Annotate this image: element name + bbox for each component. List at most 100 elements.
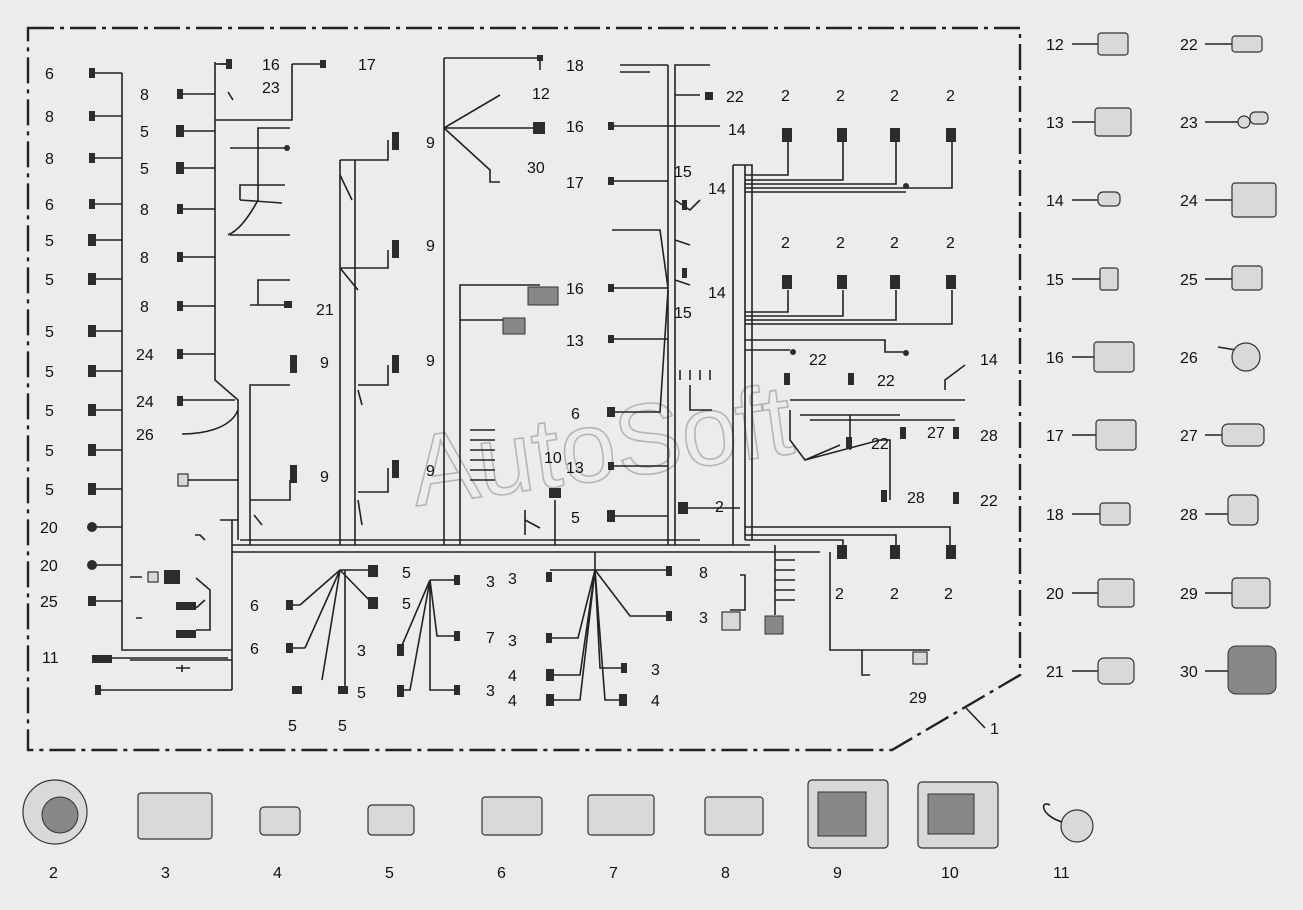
callout-number: 8 (45, 151, 54, 168)
ring-terminal-icon (1237, 111, 1269, 129)
connector-6pin-icon (1093, 341, 1135, 373)
callout-number: 5 (140, 161, 149, 178)
legend-item: 17 (1046, 419, 1137, 451)
connector-12pin-icon (481, 796, 543, 836)
callout-number: 5 (45, 364, 54, 381)
legend-item: 18 (1046, 502, 1131, 526)
callout-number: 22 (809, 352, 827, 369)
callout-number: 9 (426, 238, 435, 255)
callout-number: 5 (45, 443, 54, 460)
callout-number: 8 (140, 250, 149, 267)
legend-number: 6 (497, 865, 506, 882)
legend-item: 4 (259, 806, 301, 882)
callout-number: 2 (836, 88, 845, 105)
legend-item: 21 (1046, 657, 1135, 685)
legend-item: 22 (1180, 35, 1263, 54)
legend-item: 29 (1180, 577, 1271, 609)
callout-number: 5 (402, 596, 411, 613)
connector-18pin-icon (137, 792, 213, 840)
connector-small-housing-icon (367, 804, 415, 836)
legend-number: 15 (1046, 272, 1064, 289)
callout-number: 22 (877, 373, 895, 390)
legend-item: 5 (367, 804, 415, 882)
legend-number: 16 (1046, 350, 1064, 367)
connector-2pin-icon (1099, 502, 1131, 526)
callout-number: 2 (781, 235, 790, 252)
legend-number: 27 (1180, 428, 1198, 445)
callout-number: 5 (338, 718, 347, 735)
callout-number: 13 (566, 333, 584, 350)
callout-number: 16 (566, 119, 584, 136)
round-socket-icon (1060, 809, 1094, 843)
legend-number: 18 (1046, 507, 1064, 524)
callout-number: 2 (944, 586, 953, 603)
legend-number: 12 (1046, 37, 1064, 54)
legend-number: 23 (1180, 115, 1198, 132)
callout-number: 2 (781, 88, 790, 105)
callout-number: 3 (508, 633, 517, 650)
callout-number: 4 (651, 693, 660, 710)
legend-item: 2 (22, 779, 88, 882)
callout-number: 9 (426, 463, 435, 480)
round-plug-icon (1231, 342, 1261, 372)
harness-assembly-boundary (26, 26, 1022, 752)
connector-flat-icon (1231, 265, 1263, 291)
legend-item: 12 (1046, 32, 1129, 56)
connector-2pin-icon (1097, 32, 1129, 56)
callout-number: 2 (890, 586, 899, 603)
callout-number: 3 (699, 610, 708, 627)
legend-item: 14 (1046, 191, 1121, 210)
callout-number: 8 (699, 565, 708, 582)
callout-number: 25 (40, 594, 58, 611)
callout-number: 15 (674, 164, 692, 181)
watermark: AutoSoft (403, 364, 799, 528)
callout-number: 24 (136, 394, 154, 411)
callout-number: 6 (45, 66, 54, 83)
legend-item: 13 (1046, 107, 1132, 137)
sleeve-connector-icon (1221, 423, 1265, 447)
callout-number: 2 (946, 88, 955, 105)
callout-number: 8 (140, 87, 149, 104)
legend-number: 29 (1180, 586, 1198, 603)
legend-number: 26 (1180, 350, 1198, 367)
connector-small-housing-icon (259, 806, 301, 836)
callout-number: 20 (40, 558, 58, 575)
legend-number: 8 (721, 865, 730, 882)
connector-12pin-icon (704, 796, 764, 836)
callout-number: 5 (45, 272, 54, 289)
callout-number: 22 (980, 493, 998, 510)
callout-number: 24 (136, 347, 154, 364)
sealed-connector-icon (1097, 657, 1135, 685)
callout-number: 8 (140, 202, 149, 219)
callout-number: 9 (426, 135, 435, 152)
connector-4pin-icon (1094, 107, 1132, 137)
callout-number: 27 (927, 425, 945, 442)
callout-number: 14 (708, 285, 726, 302)
callout-number: 9 (320, 355, 329, 372)
callout-number: 16 (566, 281, 584, 298)
callout-number: 2 (946, 235, 955, 252)
callout-number: 22 (871, 436, 889, 453)
callout-number: 22 (726, 89, 744, 106)
large-sealed-connector-icon (1227, 645, 1277, 695)
legend-item: 23 (1180, 111, 1269, 132)
legend-number: 24 (1180, 193, 1198, 210)
callout-number: 6 (45, 197, 54, 214)
callout-number: 5 (288, 718, 297, 735)
legend-number: 9 (833, 865, 842, 882)
callout-number: 4 (508, 668, 517, 685)
connector-4pin-icon (1097, 578, 1135, 608)
callout-number: 6 (250, 598, 259, 615)
callout-number: 9 (426, 353, 435, 370)
callout-number: 5 (140, 124, 149, 141)
legend-item: 26 (1180, 342, 1261, 372)
connector-6pin-icon (1095, 419, 1137, 451)
sealed-connector-icon (1231, 577, 1271, 609)
callout-number: 28 (907, 490, 925, 507)
legend-number: 20 (1046, 586, 1064, 603)
callout-number: 14 (708, 181, 726, 198)
legend-item: 11 (1042, 803, 1094, 882)
callout-number: 5 (571, 510, 580, 527)
